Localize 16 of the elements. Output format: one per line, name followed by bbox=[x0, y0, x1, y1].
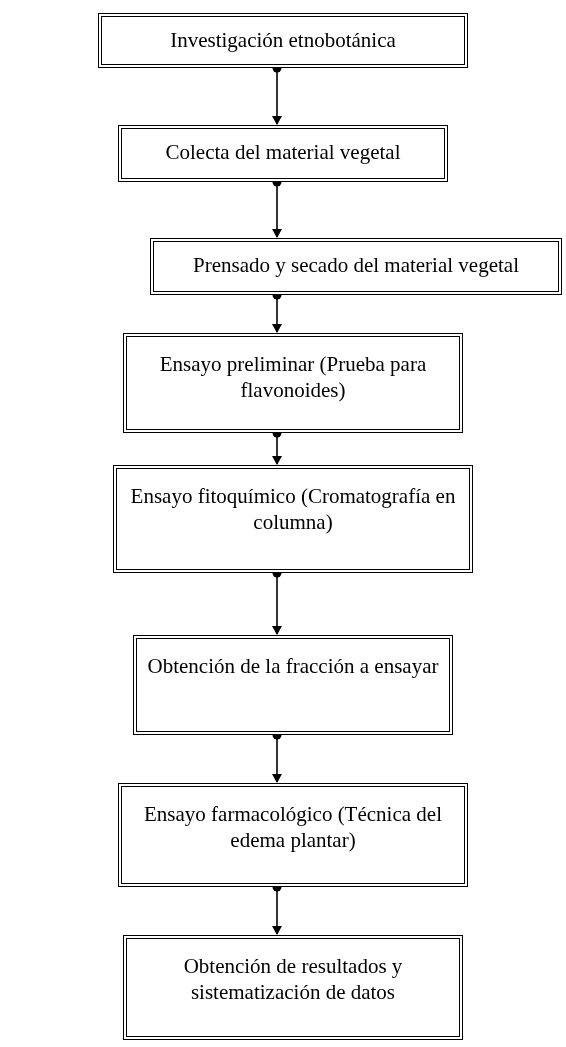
process-box bbox=[123, 333, 463, 433]
process-box bbox=[113, 465, 473, 573]
step-text: Prensado y secado del material vegetal bbox=[192, 252, 520, 278]
process-box bbox=[123, 935, 463, 1040]
process-box bbox=[150, 238, 562, 295]
step-text: Investigación etnobotánica bbox=[169, 27, 397, 53]
step-text: Obtención de la fracción a ensayar bbox=[146, 653, 440, 679]
process-box bbox=[118, 125, 448, 182]
process-box bbox=[118, 783, 468, 887]
step-text: Ensayo fitoquímico (Cromatografía en columna) bbox=[129, 483, 457, 535]
step-text: Ensayo preliminar (Prueba para flavonoides) bbox=[158, 351, 428, 403]
step-text: Obtención de resultados y sistematización de datos bbox=[182, 953, 404, 1005]
process-box bbox=[133, 635, 453, 735]
step-text: Ensayo farmacológico (Técnica del edema plantar) bbox=[143, 801, 443, 853]
process-box bbox=[98, 13, 468, 68]
step-text: Colecta del material vegetal bbox=[164, 139, 402, 165]
